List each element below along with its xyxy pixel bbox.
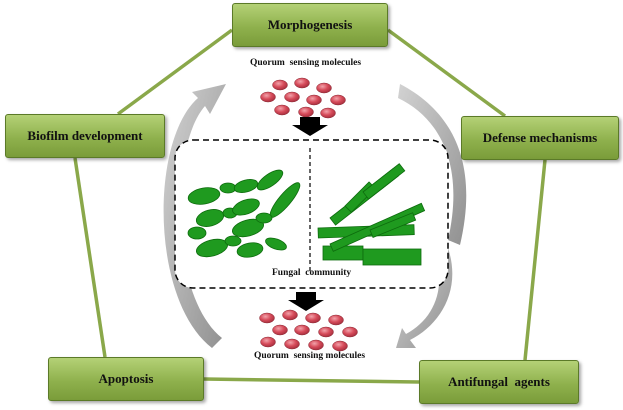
fungal-community-label: Fungal community: [272, 268, 352, 278]
curved-arrow-top-right: [398, 84, 467, 245]
quorum-sensing-label-top: Quorum sensing molecules: [250, 58, 362, 68]
connector-morph-defense: [386, 28, 507, 118]
node-antifungal-agents: Antifungal agents: [419, 360, 579, 404]
yeast-cells: [187, 169, 301, 258]
node-morphogenesis: Morphogenesis: [232, 3, 388, 47]
connector-apoptosis-biofilm: [73, 157, 107, 358]
connector-antifungal-apoptosis: [203, 377, 420, 384]
connector-defense-antifungal: [523, 159, 547, 361]
quorum-sensing-label-bottom: Quorum sensing molecules: [254, 351, 366, 361]
node-apoptosis: Apoptosis: [48, 357, 204, 401]
molecules-top: [260, 77, 346, 119]
node-defense-label: Defense mechanisms: [482, 130, 598, 145]
node-biofilm-label: Biofilm development: [27, 128, 143, 143]
node-antifungal-label: Antifungal agents: [448, 374, 550, 389]
node-morphogenesis-label: Morphogenesis: [267, 17, 353, 32]
node-apoptosis-label: Apoptosis: [98, 371, 154, 386]
node-biofilm-development: Biofilm development: [5, 114, 165, 158]
connector-biofilm-morph: [116, 28, 234, 116]
molecules-bottom: [259, 309, 358, 352]
pentagon-connectors: [73, 28, 547, 384]
node-defense-mechanisms: Defense mechanisms: [461, 116, 619, 160]
down-arrow-top: [292, 117, 328, 136]
hyphae-filaments: [317, 163, 426, 266]
down-arrow-bottom: [288, 292, 324, 311]
